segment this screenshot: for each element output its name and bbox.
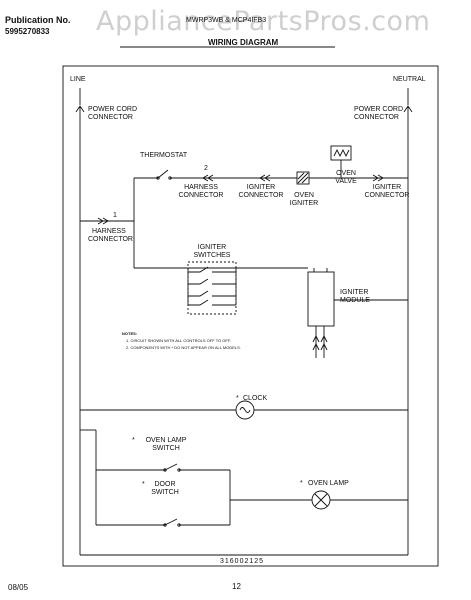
door-switch-asterisk: * [142,481,145,488]
igniter-connector-right-l1: IGNITER [372,184,402,191]
oven-lamp-switch-contact [164,463,178,471]
oven-valve-symbol [330,145,352,161]
harness-connector-left-l2: CONNECTOR [88,236,133,243]
igniter-connector-left-l2: CONNECTOR [238,192,284,199]
harness-connector-arrow-left [97,217,109,225]
power-cord-left-l1: POWER CORD [88,106,137,113]
publication-label: Publication No. [5,15,71,25]
igniter-connector-right-l2: CONNECTOR [364,192,410,199]
neutral-label: NEUTRAL [393,76,426,83]
publication-number: 5995270833 [5,27,50,36]
oven-lamp-label: OVEN LAMP [308,480,349,487]
footer-date: 08/05 [8,583,29,592]
spark-arrow-1 [312,334,320,343]
igniter-module-l1: IGNITER [340,289,369,296]
line-label: LINE [70,76,86,83]
igniter-module-box [307,271,335,327]
igniter-module-l2: MODULE [340,297,370,304]
igniter-connector-arrow-left [259,174,271,182]
diagram-number: 316002125 [220,558,265,565]
oven-valve-l1: OVEN [336,170,356,177]
harness-connector-arrow-top [202,174,214,182]
igniter-connector-arrow-right [372,174,384,182]
notes-heading: NOTES: [122,331,138,336]
oven-igniter-l2: IGNITER [289,200,319,207]
power-cord-right-l1: POWER CORD [354,106,403,113]
harness-connector-top-l2: CONNECTOR [178,192,224,199]
oven-valve-l2: VALVE [335,178,357,185]
wire-number-2: 2 [204,165,208,172]
clock-asterisk: * [236,395,239,402]
igniter-connector-left-l1: IGNITER [246,184,276,191]
igniter-switch-contacts [188,266,236,306]
watermark: AppliancePartsPros.com [96,6,431,37]
thermostat-contact [157,169,169,179]
igniter-switches-box [187,261,237,315]
igniter-switches-l2: SWITCHES [193,252,231,259]
wire-number-1: 1 [113,212,117,219]
oven-lamp-switch-l2: SWITCH [152,445,180,452]
door-switch-l2: SWITCH [151,489,179,496]
harness-connector-left-l1: HARNESS [92,228,126,235]
harness-connector-top-l1: HARNESS [184,184,218,191]
notes-line-2: 2. COMPONENTS WITH * DO NOT APPEAR ON AL… [126,345,241,350]
page-title: WIRING DIAGRAM [208,38,279,47]
oven-lamp-switch-asterisk: * [132,437,135,444]
igniter-switches-l1: IGNITER [197,244,227,251]
power-cord-right-l2: CONNECTOR [354,114,399,121]
notes-line-1: 1. CIRCUIT SHOWN WITH ALL CONTROLS OFF T… [126,338,231,343]
diagram-border [62,65,439,567]
power-cord-left-l2: CONNECTOR [88,114,133,121]
door-switch-contact [164,518,178,526]
oven-lamp-asterisk: * [300,480,303,487]
model-text: MWRP3WB & MCP4IFB3 [186,17,267,24]
spark-arrow-2 [320,334,328,343]
thermostat-label: THERMOSTAT [140,152,188,159]
door-switch-l1: DOOR [154,481,176,488]
oven-igniter-l1: OVEN [294,192,314,199]
oven-lamp-switch-l1: OVEN LAMP [145,437,187,444]
page-number: 12 [232,582,241,591]
clock-label: CLOCK [243,395,268,402]
